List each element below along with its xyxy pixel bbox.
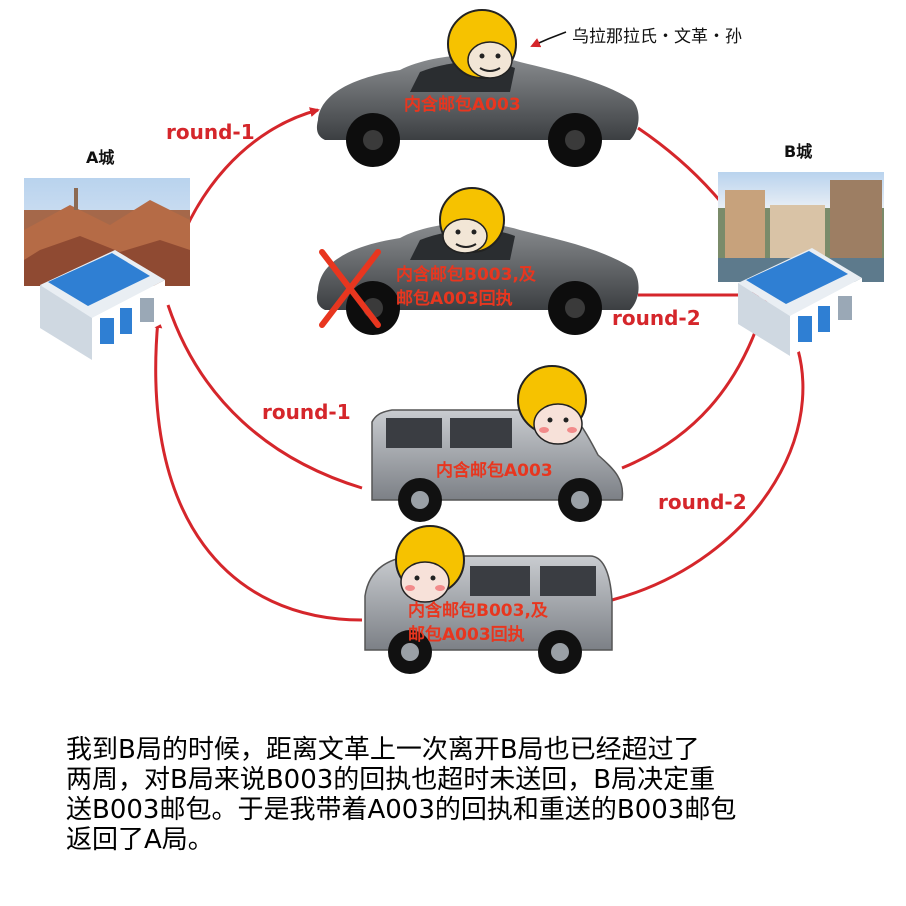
route-van2-right-arrow [611,319,805,602]
route-van1-left-arrow [166,304,363,490]
route-label-car-left: round-1 [166,120,255,144]
route-van2-left-arrow [152,318,363,622]
car-2 [316,223,639,335]
van2-cargo-line1: 内含邮包B003,及 [408,601,548,621]
caption: 我到B局的时候，距离文革上一次离开B局也已经超过了 两周，对B局来说B003的回… [66,735,846,855]
city-b-photo [718,172,884,282]
sender-pointer-arrow [530,31,567,48]
driver-helmet-3 [517,365,587,445]
post-office-a-icon [40,250,165,360]
caption-line: 送B003邮包。于是我带着A003的回执和重送的B003邮包 [66,795,737,825]
caption-line: 两周，对B局来说B003的回执也超时未送回，B局决定重 [66,765,716,795]
cross-icon [319,249,381,328]
driver-helmet-2 [439,187,505,254]
car2-cargo-line2: 邮包A003回执 [396,289,513,309]
car1-cargo-label: 内含邮包A003 [404,95,521,115]
route-label-car-right: round-2 [612,306,701,330]
sender-label: 乌拉那拉氏・文革・孙 [572,27,742,47]
route-label-van-left: round-1 [262,400,351,424]
van2-cargo-line2: 邮包A003回执 [408,625,525,645]
caption-line: 返回了A局。 [66,825,214,855]
driver-helmet-4 [395,525,465,603]
city-a-label: A城 [86,148,115,167]
post-office-b-icon [738,248,862,356]
van1-cargo-label: 内含邮包A003 [436,461,553,481]
route-label-van-right: round-2 [658,490,747,514]
car2-cargo-line1: 内含邮包B003,及 [396,265,536,285]
caption-line: 我到B局的时候，距离文革上一次离开B局也已经超过了 [66,735,700,765]
city-b-label: B城 [784,142,813,161]
driver-helmet-1 [447,9,517,79]
